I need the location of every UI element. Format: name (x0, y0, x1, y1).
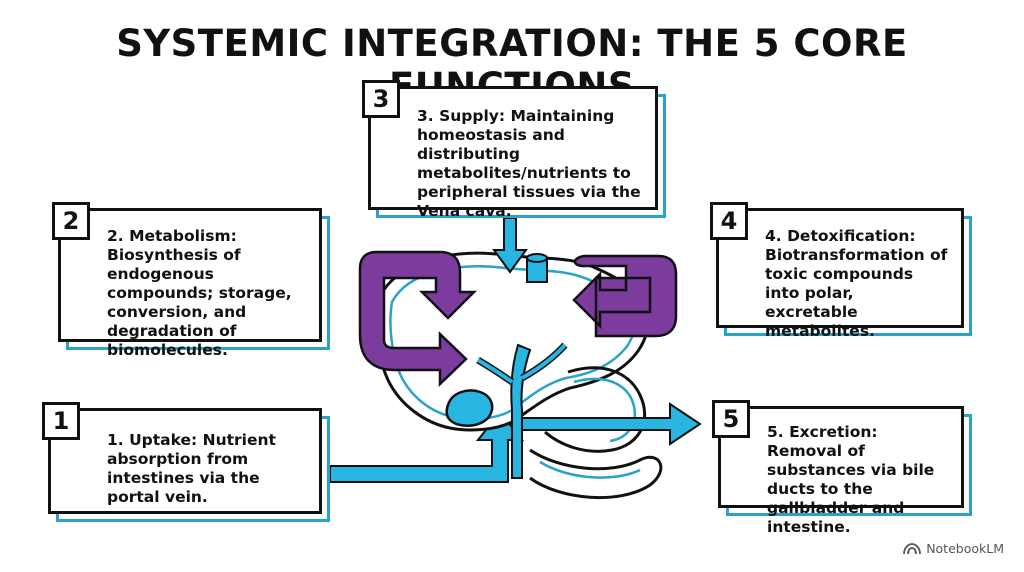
metabolism-loop-arrow (358, 250, 478, 387)
supply-arrow (492, 217, 528, 274)
function-card-uptake: 1 1. Uptake: Nutrient absorption from in… (42, 402, 322, 514)
function-text: 2. Metabolism: Biosynthesis of endogenou… (107, 227, 292, 359)
brand-watermark: NotebookLM (903, 541, 1004, 556)
function-number-badge: 3 (362, 80, 400, 118)
function-number-badge: 5 (712, 400, 750, 438)
portal-vein (510, 343, 532, 479)
function-number-badge: 4 (710, 202, 748, 240)
notebooklm-logo-icon (903, 542, 922, 554)
function-card-detoxification: 4 4. Detoxification: Biotransformation o… (710, 202, 964, 340)
function-card-excretion: 5 5. Excretion: Removal of substances vi… (712, 400, 964, 536)
function-text: 3. Supply: Maintaining homeostasis and d… (417, 107, 641, 220)
gallbladder (445, 389, 494, 427)
function-text: 4. Detoxification: Biotransformation of … (765, 227, 948, 340)
function-card-metabolism: 2 2. Metabolism: Biosynthesis of endogen… (52, 202, 322, 359)
brand-label: NotebookLM (926, 541, 1004, 556)
function-text: 1. Uptake: Nutrient absorption from inte… (107, 431, 276, 506)
excretion-arrow (521, 402, 702, 446)
function-card-supply: 3 3. Supply: Maintaining homeostasis and… (362, 80, 658, 220)
detoxification-loop-arrow (572, 254, 678, 338)
function-number-badge: 1 (42, 402, 80, 440)
function-text: 5. Excretion: Removal of substances via … (767, 423, 935, 536)
function-number-badge: 2 (52, 202, 90, 240)
